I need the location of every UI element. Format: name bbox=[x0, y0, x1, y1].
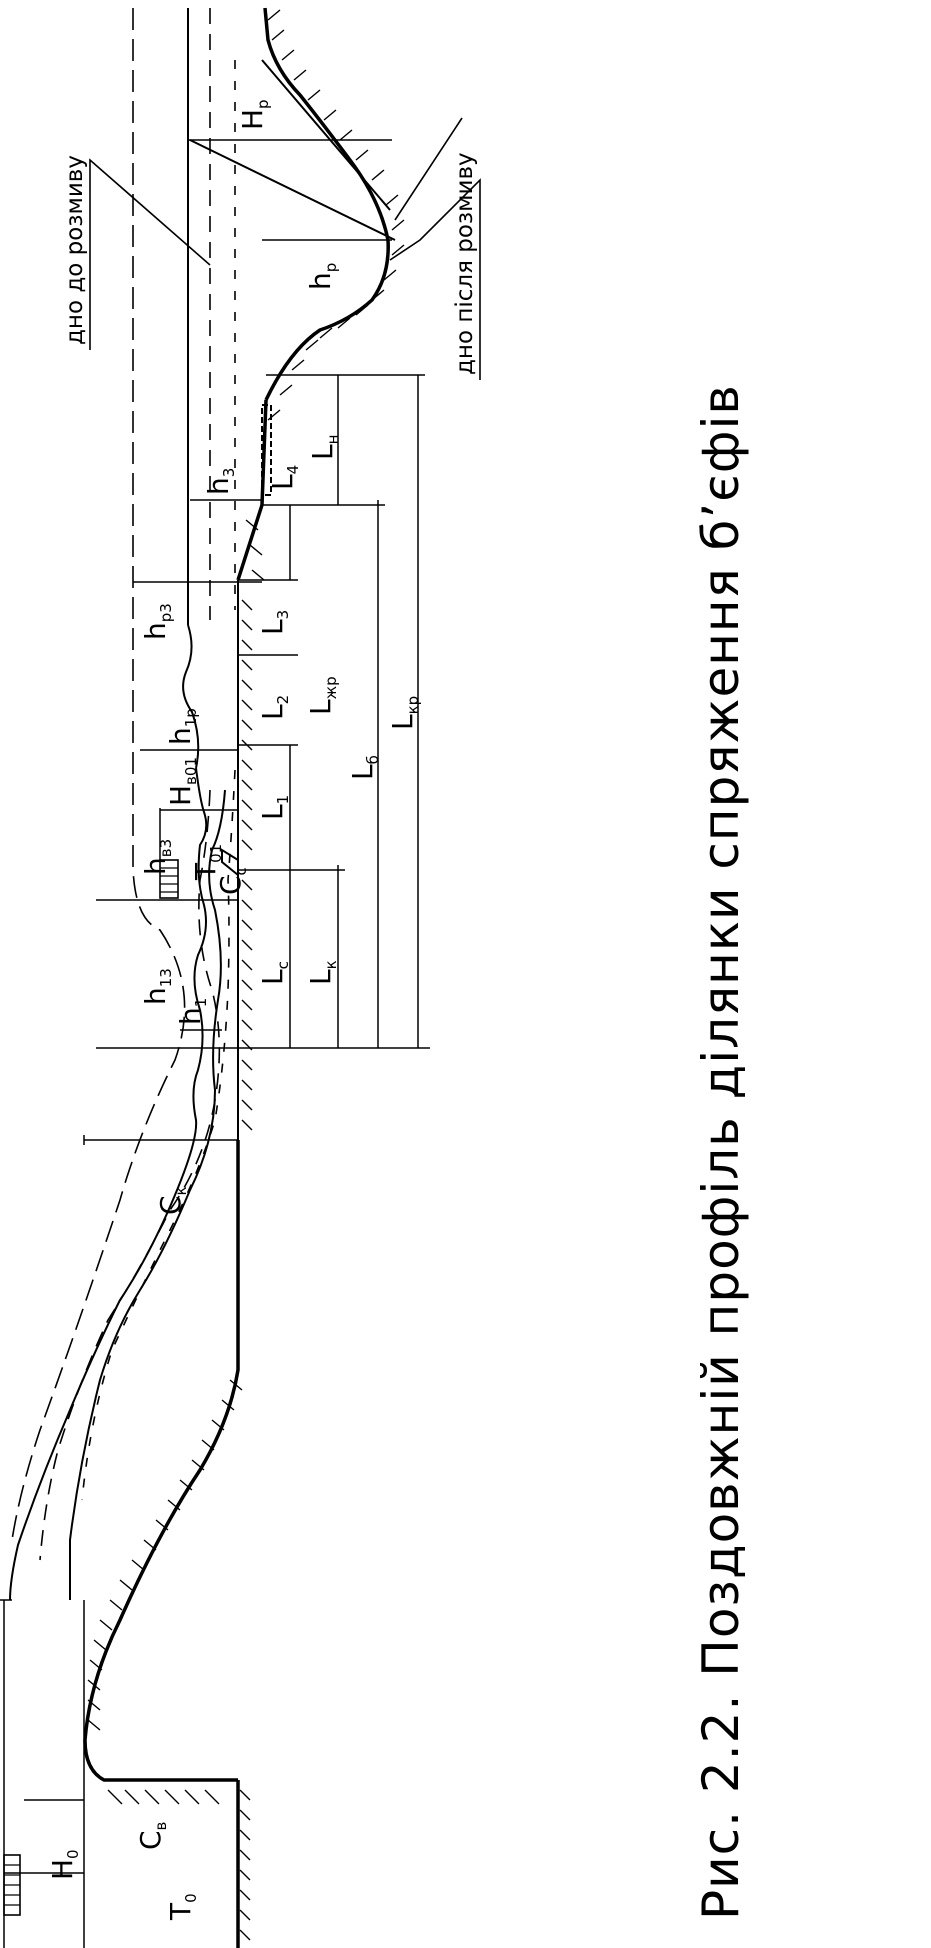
label-hr3: hр3 bbox=[139, 603, 175, 640]
label-L1: L1 bbox=[256, 795, 292, 820]
leader-bed-after bbox=[389, 178, 481, 380]
leader-bed-before bbox=[89, 158, 211, 350]
jet-upper-boundary bbox=[9, 767, 208, 1601]
riprap bbox=[261, 404, 272, 496]
label-Cc: Cс bbox=[214, 867, 250, 895]
label-h1r: h1р bbox=[164, 708, 200, 745]
label-L4: L4 bbox=[266, 465, 302, 490]
dimension-lines bbox=[0, 139, 430, 1948]
jet-lower-boundary bbox=[69, 789, 226, 1600]
label-hr: hр bbox=[304, 263, 340, 290]
label-T0: T0 bbox=[164, 1893, 200, 1921]
label-H0: H0 bbox=[46, 1849, 82, 1880]
label-L2: L2 bbox=[256, 695, 292, 720]
label-Ln: Lн bbox=[306, 435, 342, 460]
label-L3: L3 bbox=[256, 610, 292, 635]
label-Hv01: Hв01 bbox=[164, 757, 200, 806]
label-T01: T01 bbox=[189, 844, 225, 881]
label-Lc: Lс bbox=[256, 961, 292, 985]
jet-dash-inner bbox=[39, 789, 221, 1561]
label-h13: h13 bbox=[139, 968, 175, 1005]
bed-before-erosion bbox=[189, 139, 396, 241]
label-Lb: Lб bbox=[346, 755, 382, 780]
label-h3: h3 bbox=[202, 468, 238, 495]
label-Lk: Lк bbox=[304, 960, 340, 985]
bed-after-erosion bbox=[263, 7, 390, 401]
figure-caption: Рис. 2.2. Поздовжній профіль ділянки спр… bbox=[692, 384, 750, 1920]
hatching bbox=[87, 9, 405, 1941]
bed-before-line-2 bbox=[261, 59, 391, 211]
label-Cv: Cв bbox=[134, 1822, 170, 1850]
note-bed-before: дно до розмиву bbox=[62, 155, 88, 345]
step-gate-grid bbox=[159, 859, 179, 899]
tailwater-surface-wave bbox=[182, 624, 200, 769]
label-hv3: hв3 bbox=[139, 839, 175, 875]
end-sill bbox=[221, 848, 239, 876]
note-bed-after: дно після розмиву bbox=[452, 152, 478, 375]
label-Lzhr: Lжр bbox=[304, 676, 340, 715]
label-h1: h1 bbox=[174, 998, 210, 1025]
jet-dash-inner-2 bbox=[81, 769, 236, 1501]
label-Lkr: Lкр bbox=[386, 696, 422, 730]
label-Ck: Cк bbox=[154, 1186, 190, 1215]
leader-bed-after-2 bbox=[394, 117, 463, 221]
upper-dashed-surface bbox=[11, 8, 186, 1541]
label-Hr: Hр bbox=[236, 99, 272, 130]
upstream-gate-grid bbox=[3, 1854, 21, 1916]
spillway-face bbox=[83, 1140, 240, 1782]
